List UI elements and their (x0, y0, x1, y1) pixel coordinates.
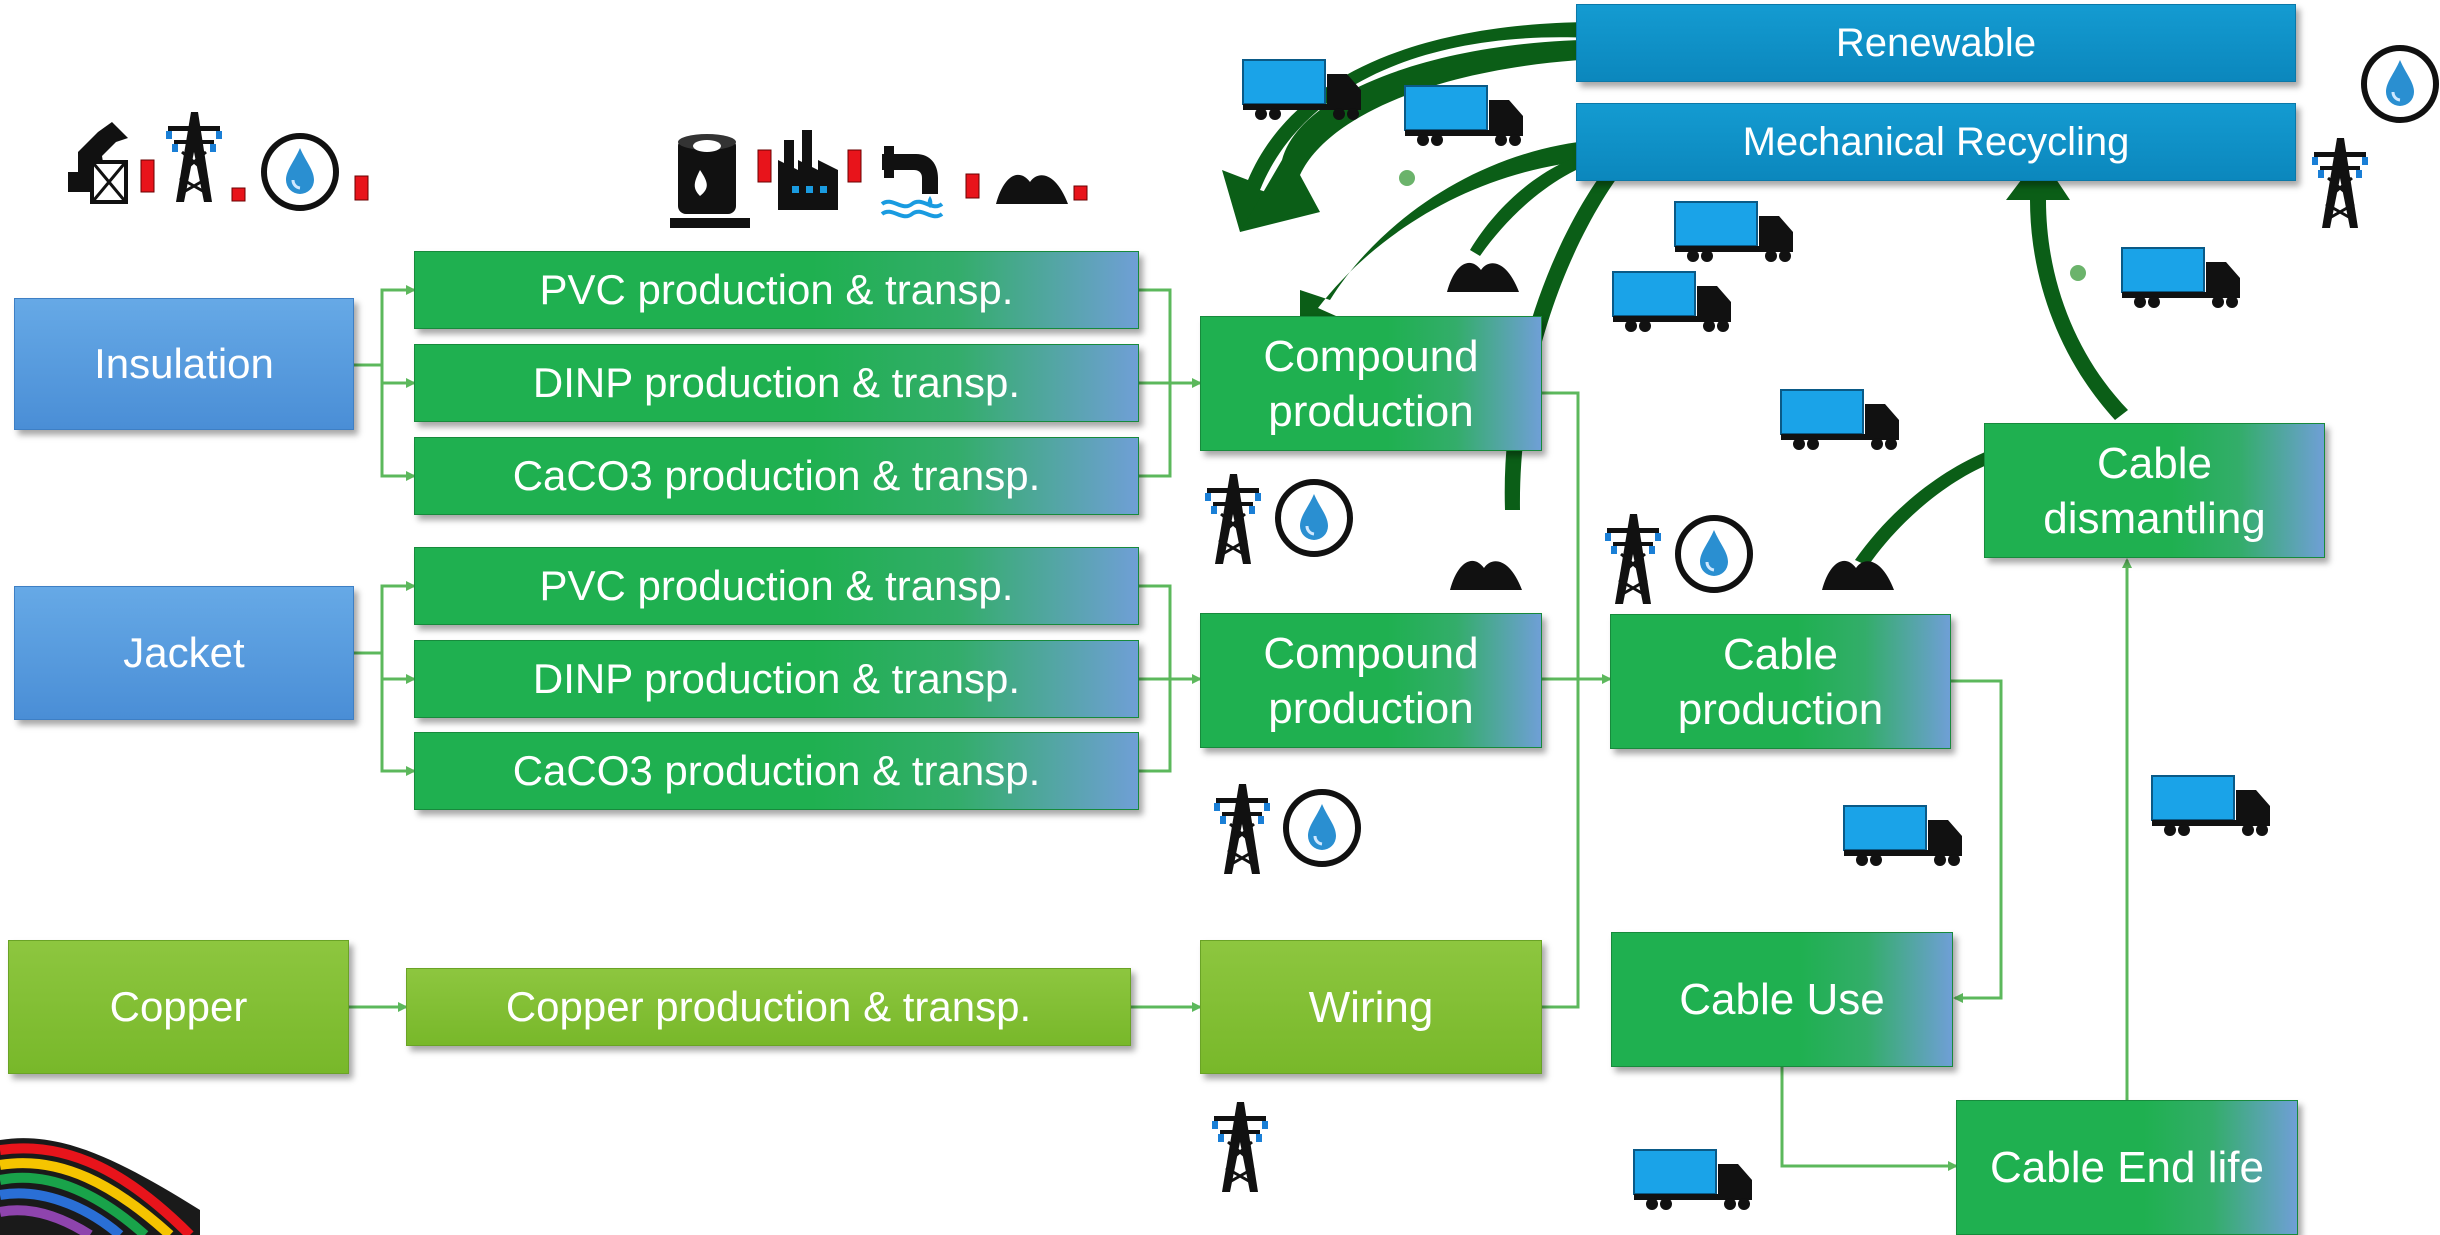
truck-icon (1674, 201, 1794, 263)
compound-jacket-box: Compound production (1200, 613, 1542, 748)
water-drop-icon (1286, 792, 1358, 864)
truck-icon (2121, 247, 2241, 309)
waste-pile-icon (1447, 262, 1519, 292)
power-pylon-icon (1603, 512, 1663, 606)
insulation-label: Insulation (94, 339, 274, 387)
process-label: PVC production & transp. (539, 561, 1014, 609)
cable-end-life-label: Cable End life (1990, 1143, 2264, 1192)
impact-bar-icon (1073, 185, 1088, 201)
process-label: DINP production & transp. (532, 358, 1021, 406)
water-drop-icon (264, 136, 336, 208)
waste-pile-icon (1822, 560, 1894, 590)
copper-box: Copper (8, 940, 349, 1074)
truck-icon (1612, 271, 1732, 333)
power-pylon-icon (2310, 136, 2370, 230)
colored-cables-icon (0, 1138, 200, 1235)
water-drop-icon (1678, 518, 1750, 590)
compound-insulation-box: Compound production (1200, 316, 1542, 451)
waste-pile-icon (1450, 560, 1522, 590)
insulation-box: Insulation (14, 298, 354, 430)
insulation-pvc-process: PVC production & transp. (414, 251, 1139, 329)
factory-icon (778, 130, 838, 210)
cable-use-box: Cable Use (1611, 932, 1953, 1067)
impact-bar-icon (757, 149, 772, 183)
jacket-box: Jacket (14, 586, 354, 720)
jacket-pvc-process: PVC production & transp. (414, 547, 1139, 625)
jacket-dinp-process: DINP production & transp. (414, 640, 1139, 718)
power-pylon-icon (1203, 472, 1263, 566)
impact-bar-icon (231, 187, 246, 202)
oil-barrel-icon (670, 134, 750, 228)
process-label: CaCO3 production & transp. (512, 746, 1041, 794)
waste-pile-icon (996, 174, 1068, 204)
mechanical-recycling-label: Mechanical Recycling (1742, 120, 2130, 164)
impact-bar-icon (140, 159, 155, 193)
jacket-caco3-process: CaCO3 production & transp. (414, 732, 1139, 810)
power-pylon-icon (164, 110, 224, 204)
power-pylon-icon (1210, 1100, 1270, 1194)
truck-icon (1242, 59, 1362, 121)
impact-bar-icon (354, 175, 369, 201)
impact-bar-icon (965, 173, 980, 199)
process-label: PVC production & transp. (539, 265, 1014, 313)
insulation-caco3-process: CaCO3 production & transp. (414, 437, 1139, 515)
copper-label: Copper (109, 982, 248, 1030)
wastewater-pipe-icon (880, 146, 944, 219)
truck-icon (2151, 775, 2271, 837)
insulation-dinp-process: DINP production & transp. (414, 344, 1139, 422)
truck-icon (1780, 389, 1900, 451)
copper-process: Copper production & transp. (406, 968, 1131, 1046)
impact-bar-icon (847, 149, 862, 183)
cable-production-label: Cable production (1677, 629, 1884, 734)
compound-label: Compound production (1263, 628, 1479, 733)
water-drop-icon (1278, 482, 1350, 554)
jacket-label: Jacket (123, 628, 245, 676)
process-label: DINP production & transp. (532, 654, 1021, 702)
compound-label: Compound production (1263, 331, 1479, 436)
truck-icon (1633, 1149, 1753, 1211)
wiring-box: Wiring (1200, 940, 1542, 1074)
cable-production-box: Cable production (1610, 614, 1951, 749)
cable-end-life-box: Cable End life (1956, 1100, 2298, 1235)
mechanical-recycling-box: Mechanical Recycling (1576, 103, 2296, 181)
truck-icon (1843, 805, 1963, 867)
wiring-label: Wiring (1308, 982, 1434, 1032)
process-label: CaCO3 production & transp. (512, 451, 1041, 499)
cable-dismantling-label: Cable dismantling (2043, 438, 2266, 543)
cable-dismantling-box: Cable dismantling (1984, 423, 2325, 558)
oil-pump-icon (68, 122, 128, 204)
water-drop-icon (2364, 48, 2436, 120)
cable-use-label: Cable Use (1679, 975, 1885, 1024)
truck-icon (1404, 85, 1524, 147)
power-pylon-icon (1212, 782, 1272, 876)
process-label: Copper production & transp. (505, 982, 1032, 1030)
renewable-box: Renewable (1576, 4, 2296, 82)
renewable-label: Renewable (1835, 21, 2037, 65)
